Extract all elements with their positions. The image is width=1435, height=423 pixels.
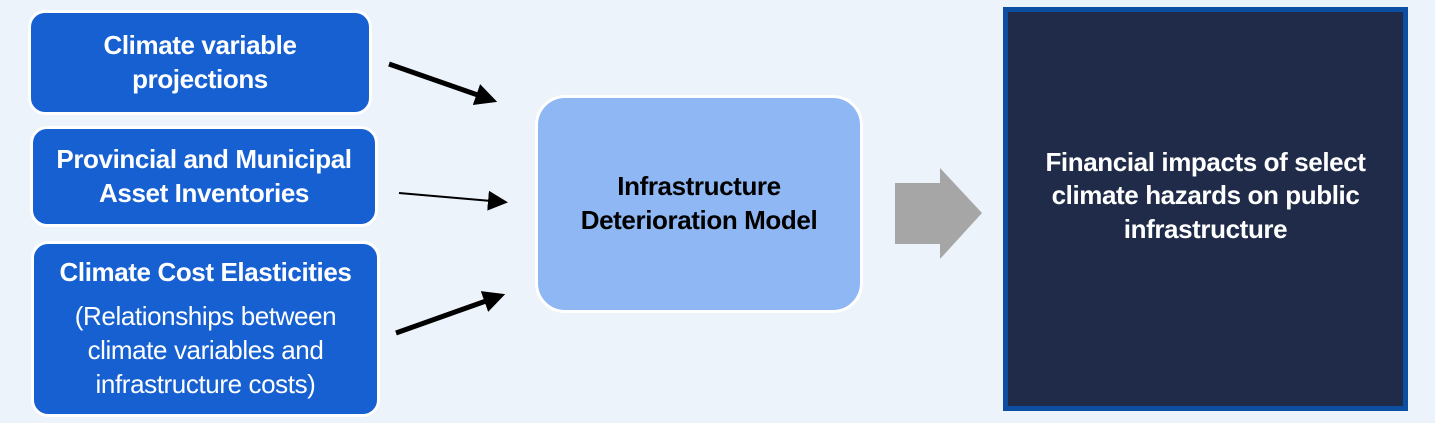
- arrow-inventories-to-model-icon: [398, 190, 508, 211]
- input-box-cost-elasticities-sublabel: (Relationships between climate variables…: [74, 301, 337, 399]
- input-box-climate-projections-label: Climate variable projections: [103, 29, 297, 94]
- model-box-label: Infrastructure Deterioration Model: [580, 171, 818, 235]
- input-box-asset-inventories-label: Provincial and Municipal Asset Inventori…: [56, 143, 352, 208]
- input-box-cost-elasticities-title: Climate Cost Elasticities: [59, 257, 352, 288]
- output-box: Financial impacts of select climate haza…: [1003, 7, 1408, 411]
- output-box-label: Financial impacts of select climate haza…: [1045, 147, 1366, 244]
- input-box-climate-projections: Climate variable projections: [28, 10, 372, 115]
- arrow-projections-to-model-icon: [388, 61, 498, 105]
- arrow-elasticities-to-model-icon: [395, 291, 506, 336]
- model-box: Infrastructure Deterioration Model: [535, 95, 863, 313]
- input-box-cost-elasticities: Climate Cost Elasticities (Relationships…: [31, 241, 380, 417]
- block-arrow-model-to-output-icon: [895, 168, 982, 259]
- input-box-asset-inventories: Provincial and Municipal Asset Inventori…: [30, 126, 378, 227]
